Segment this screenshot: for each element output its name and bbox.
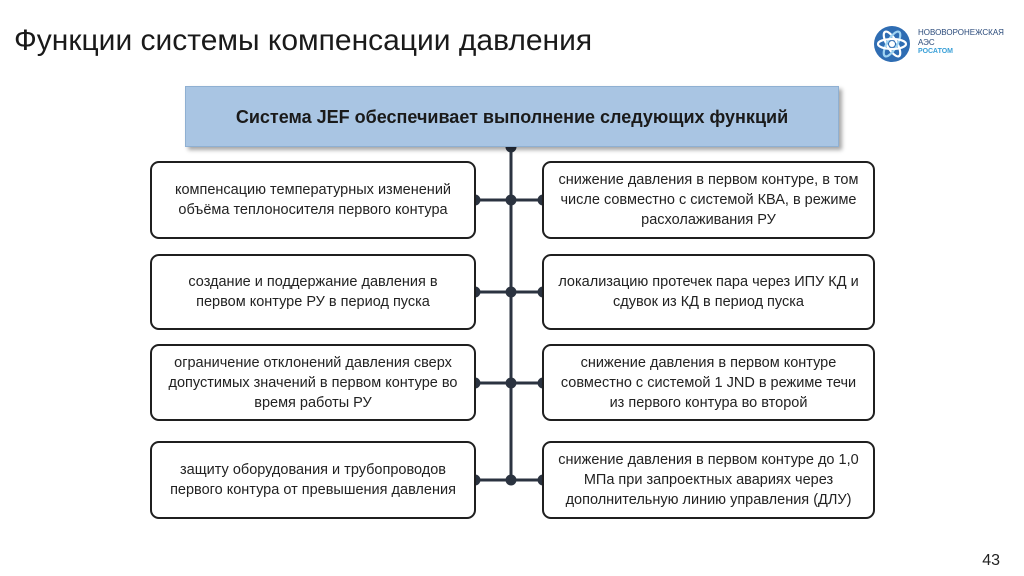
function-box-left-2: создание и поддержание давления в первом… <box>150 254 476 330</box>
rosatom-atom-icon <box>874 26 910 62</box>
function-box-left-3: ограничение отклонений давления сверх до… <box>150 344 476 421</box>
junction-dot <box>505 377 517 389</box>
junction-dot <box>505 194 517 206</box>
junction-dot <box>505 474 517 486</box>
logo-line-3: РОСАТОМ <box>918 48 953 55</box>
function-box-right-4: снижение давления в первом контуре до 1,… <box>542 441 875 519</box>
diagram-header: Система JEF обеспечивает выполнение след… <box>185 86 839 147</box>
logo: НОВОВОРОНЕЖСКАЯ АЭС РОСАТОМ <box>872 24 1012 64</box>
junction-dot <box>505 286 517 298</box>
logo-line-1: НОВОВОРОНЕЖСКАЯ <box>918 28 1004 37</box>
function-box-right-2: локализацию протечек пара через ИПУ КД и… <box>542 254 875 330</box>
function-box-right-3: снижение давления в первом контуре совме… <box>542 344 875 421</box>
logo-line-2: АЭС <box>918 37 935 47</box>
slide-title: Функции системы компенсации давления <box>14 24 593 57</box>
function-box-right-1: снижение давления в первом контуре, в то… <box>542 161 875 239</box>
page-number: 43 <box>982 552 1000 569</box>
function-box-left-1: компенсацию температурных изменений объё… <box>150 161 476 239</box>
function-box-left-4: защиту оборудования и трубопроводов перв… <box>150 441 476 519</box>
